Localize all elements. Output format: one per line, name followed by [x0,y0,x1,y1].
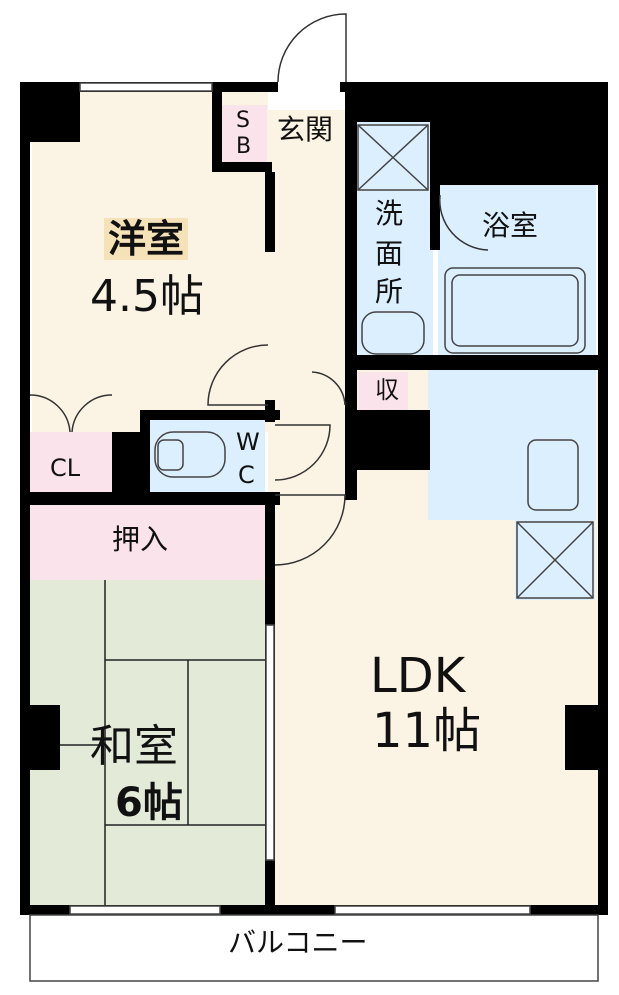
shoe-box-label-b: B [236,134,252,159]
balcony-outline [29,914,599,982]
washroom-label-3: 所 [375,275,404,308]
oshiire-label: 押入 [112,523,169,556]
washroom-label-2: 面 [375,237,404,270]
closet-floor [30,432,112,492]
storage-floor [358,372,408,412]
storage-label: 収 [375,376,399,404]
toilet-label-c: C [238,461,255,489]
ldk-size: 11帖 [372,703,482,759]
kitchen-counter [428,370,596,520]
door-swings [29,13,489,566]
washroom-floor [355,120,433,360]
tatami-lines [30,580,268,905]
balcony-label: バルコニー [228,926,368,959]
western-room-label: 洋室 [104,218,189,260]
shoe-box-floor [222,105,267,162]
shoe-box-label-s: S [236,108,250,133]
entrance-label: 玄関 [277,113,334,146]
bathroom-label: 浴室 [482,209,539,242]
fixtures [154,124,594,599]
japanese-room-floor [30,580,268,905]
japanese-room-size: 6帖 [115,780,183,826]
toilet-label-w: W [236,428,260,456]
western-room-size: 4.5帖 [90,271,204,322]
oshiire-floor [30,505,268,580]
closet-label: CL [50,454,81,482]
ldk-label: LDK [370,648,466,704]
windows [69,82,531,915]
japanese-room-label: 和室 [90,721,178,772]
bathroom-floor [438,185,596,360]
washroom-label-1: 洗 [375,197,404,230]
